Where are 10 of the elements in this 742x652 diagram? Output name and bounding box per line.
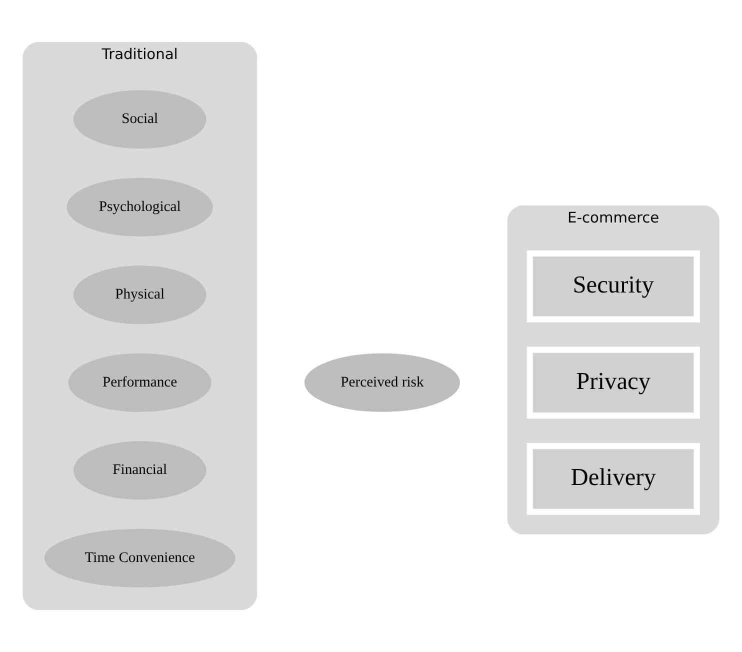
node-ellipse: Psychological: [66, 178, 213, 236]
node-ellipse: Social: [73, 90, 206, 149]
node-ellipse: Perceived risk: [304, 353, 460, 412]
node-box: Privacy: [526, 346, 700, 419]
node-box: Delivery: [526, 443, 700, 515]
node-ellipse: Performance: [68, 353, 212, 412]
node-ellipse: Physical: [73, 266, 206, 324]
node-ellipse: Time Convenience: [44, 528, 236, 588]
node-box: Security: [526, 250, 700, 322]
node-ellipse: Financial: [73, 441, 206, 500]
